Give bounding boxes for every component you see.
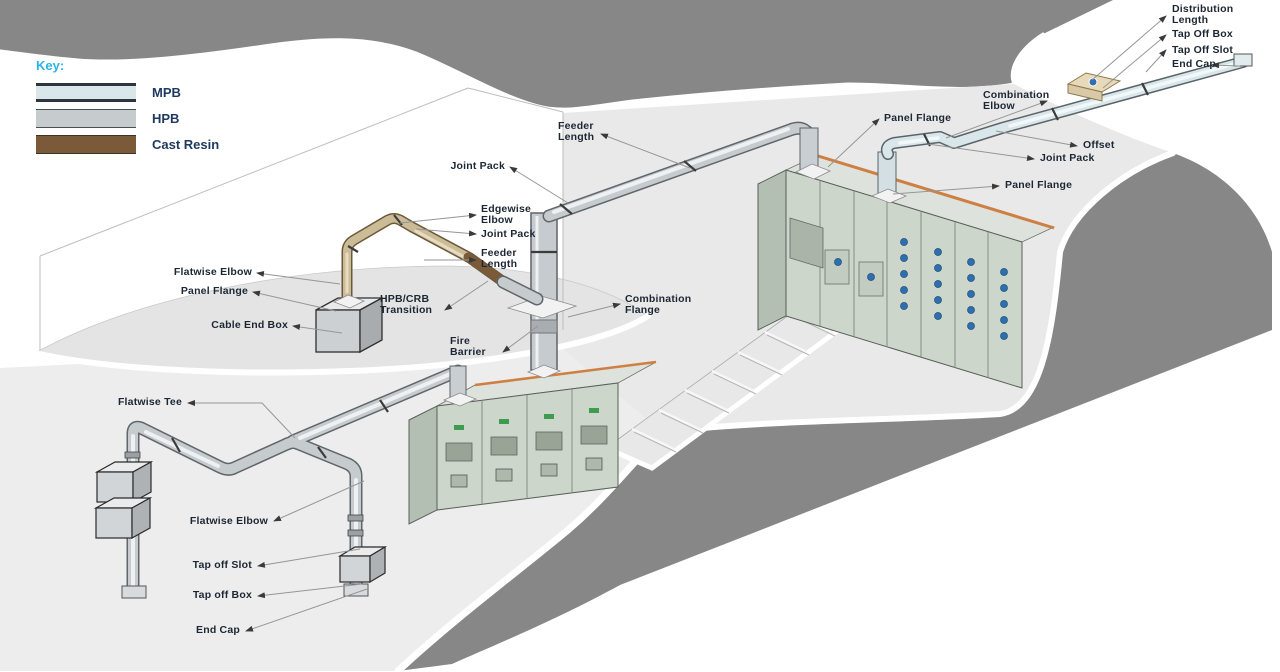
svg-text:Panel Flange: Panel Flange — [181, 285, 248, 297]
diagram-label-flatwise-elbow-upper: Flatwise Elbow — [174, 266, 341, 285]
svg-text:Joint Pack: Joint Pack — [1040, 152, 1095, 164]
stair-treads — [631, 311, 834, 451]
door-panel — [824, 249, 850, 285]
svg-text:Flatwise Tee: Flatwise Tee — [118, 396, 182, 408]
mezzanine-rim — [32, 313, 651, 376]
tap-off-slots — [124, 451, 364, 537]
terrain-top-band — [0, 0, 1113, 110]
svg-text:Cable End Box: Cable End Box — [211, 319, 288, 331]
diagram-label-joint-pack-top: Joint Pack — [450, 160, 569, 204]
legend-item-cast-resin: Cast Resin — [36, 135, 266, 154]
svg-text:End Cap: End Cap — [1172, 58, 1216, 70]
hmi-screen — [789, 217, 824, 269]
panel-flange-graphic — [870, 188, 908, 204]
diagram-label-joint-pack-right: Joint Pack — [927, 143, 1095, 164]
copper-trim-upper — [817, 154, 1055, 230]
hpb-swatch — [36, 109, 136, 128]
end-cap-graphic — [121, 585, 147, 599]
svg-text:Joint Pack: Joint Pack — [450, 160, 505, 172]
svg-text:Tap off Box: Tap off Box — [193, 589, 252, 601]
legend-title: Key: — [36, 58, 65, 73]
terrain-right-mass — [398, 153, 1272, 671]
end-cap-graphic — [343, 583, 369, 597]
diagram-label-offset: Offset — [995, 130, 1115, 151]
tap-off-box-graphic — [93, 496, 153, 540]
lower-switchgear-dividers — [481, 389, 573, 504]
staircase — [603, 280, 863, 471]
panel-flange-graphic — [795, 163, 831, 180]
svg-text:Offset: Offset — [1083, 139, 1115, 151]
mpb-swatch — [36, 83, 136, 102]
cable-end-box-graphic — [315, 294, 383, 354]
breaker-handles — [834, 238, 1008, 340]
diagram-label-tap-off-box-lower: Tap off Box — [193, 583, 363, 601]
panel-flange-graphic — [442, 392, 478, 407]
tap-off-box-graphic — [337, 545, 388, 584]
diagram-label-tap-off-slot-upper: Tap Off Slot — [1145, 44, 1233, 73]
svg-text:Tap off Slot: Tap off Slot — [193, 559, 253, 571]
svg-text:Flatwise Elbow: Flatwise Elbow — [190, 515, 269, 527]
legend-item-mpb: MPB — [36, 83, 266, 102]
svg-text:Tap Off Slot: Tap Off Slot — [1172, 44, 1233, 56]
copper-trim-lower — [474, 360, 657, 387]
legend-item-hpb: HPB — [36, 109, 266, 128]
hpb-label: HPB — [152, 111, 180, 126]
lower-switchgear-lineup — [408, 360, 657, 525]
wall-edge-back — [467, 87, 564, 113]
legend: Key: MPB HPB Cast Resin — [36, 58, 266, 161]
diagram-label-flatwise-tee: Flatwise Tee — [118, 396, 296, 439]
diagram-label-panel-flange-right: Panel Flange — [892, 179, 1072, 195]
lower-switchgear-details — [445, 408, 608, 488]
diagram-label-tap-off-slot-lower: Tap off Slot — [193, 548, 361, 571]
svg-text:Panel Flange: Panel Flange — [1005, 179, 1072, 191]
diagram-label-end-cap-upper: End Cap — [1172, 58, 1241, 70]
low-level-busbar-run — [93, 364, 478, 599]
tap-off-box-graphic — [1066, 72, 1122, 102]
end-cap-graphic — [1233, 53, 1253, 67]
svg-text:Panel Flange: Panel Flange — [884, 112, 951, 124]
tap-off-box-graphic — [94, 460, 154, 504]
diagram-label-flatwise-elbow-lower: Flatwise Elbow — [190, 480, 365, 527]
wall-edge-left — [39, 87, 469, 257]
mpb-label: MPB — [152, 85, 181, 100]
diagram-label-tap-off-box-upper: Tap Off Box — [1102, 28, 1233, 89]
diagram-label-joint-pack-mid: Joint Pack — [415, 228, 536, 240]
svg-text:End Cap: End Cap — [196, 624, 240, 636]
cast-resin-label: Cast Resin — [152, 137, 220, 152]
svg-text:Flatwise Elbow: Flatwise Elbow — [174, 266, 253, 278]
diagram-label-panel-flange-upper: Panel Flange — [827, 112, 951, 168]
diagram-label-panel-flange-mezz: Panel Flange — [181, 285, 337, 312]
lower-floor-rim — [394, 428, 668, 672]
svg-text:Joint Pack: Joint Pack — [481, 228, 536, 240]
fire-barrier-graphic — [530, 319, 558, 334]
svg-text:Tap Off Box: Tap Off Box — [1172, 28, 1233, 40]
upper-switchgear-lineup — [757, 154, 1056, 389]
distribution-run — [870, 53, 1253, 204]
diagram-label-cable-end-box: Cable End Box — [211, 319, 343, 334]
diagram-label-end-cap-lower: End Cap — [196, 588, 368, 636]
upper-floor-rim — [661, 150, 1176, 435]
cast-resin-swatch — [36, 135, 136, 154]
